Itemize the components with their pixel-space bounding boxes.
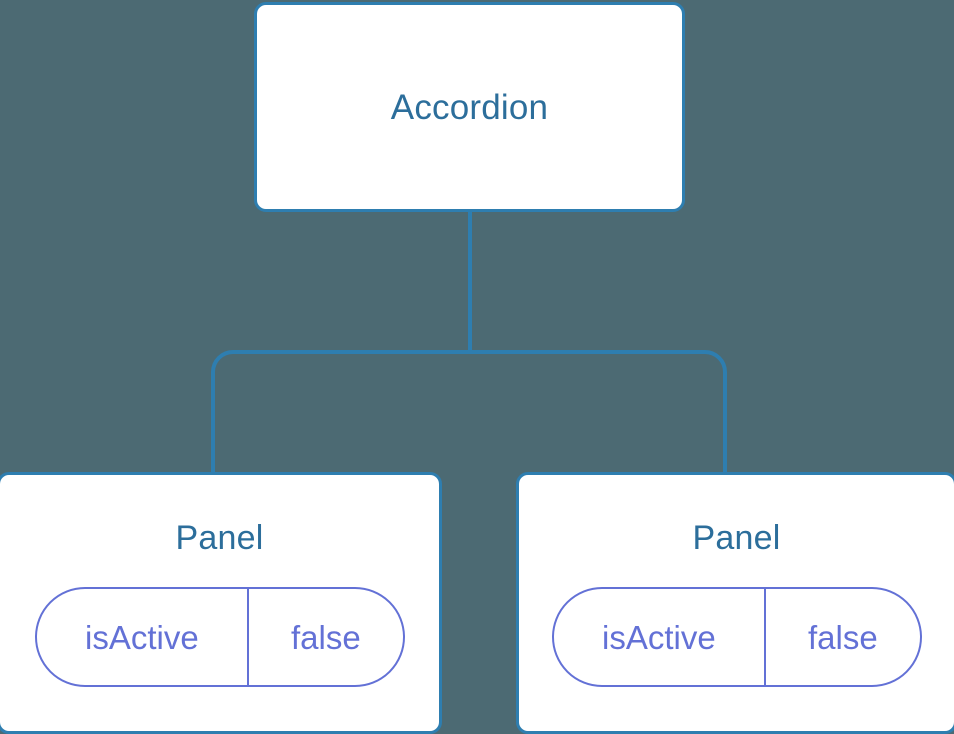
- prop-value: false: [807, 618, 878, 656]
- prop-key: isActive: [37, 589, 250, 685]
- node-title: Panel: [175, 519, 264, 557]
- node-panel-0[interactable]: Panel isActive false: [0, 472, 442, 734]
- prop-key: isActive: [554, 589, 767, 685]
- prop-pill-isactive[interactable]: isActive false: [34, 587, 405, 687]
- node-accordion[interactable]: Accordion: [254, 2, 685, 212]
- connector-branch-left: [211, 350, 470, 478]
- prop-pill-isactive[interactable]: isActive false: [551, 587, 922, 687]
- node-title: Panel: [692, 519, 781, 557]
- node-title: Accordion: [390, 87, 549, 127]
- prop-value: false: [290, 618, 361, 656]
- node-panel-1[interactable]: Panel isActive false: [516, 472, 954, 734]
- connector-branch-right: [470, 350, 727, 478]
